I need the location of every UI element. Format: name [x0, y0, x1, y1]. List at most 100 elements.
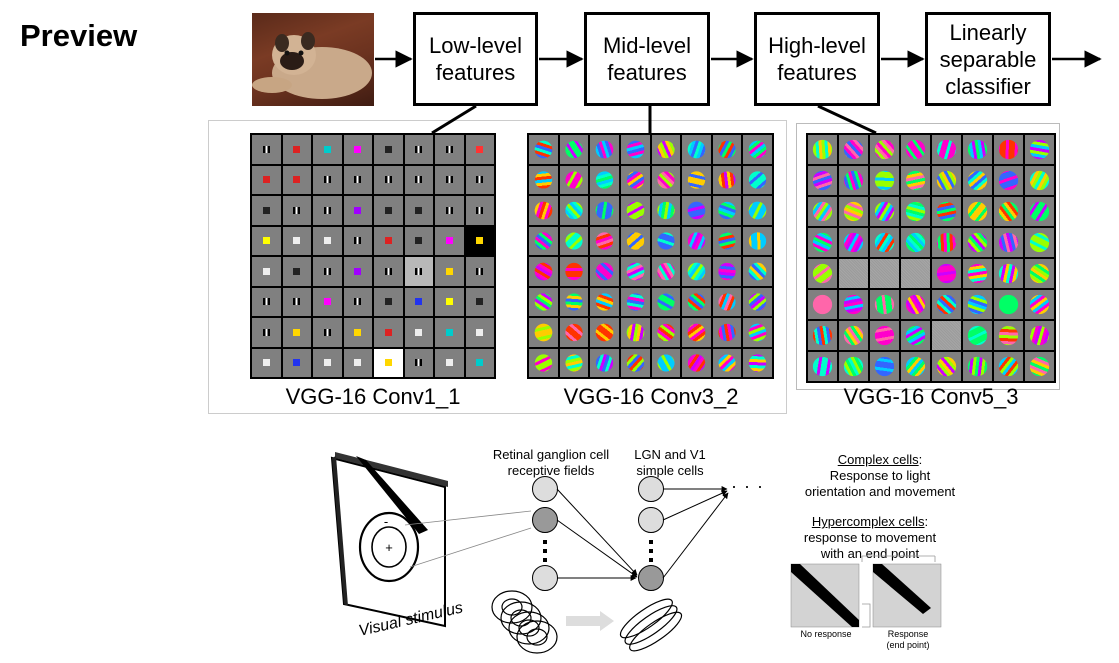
conv3-filter-cell — [712, 257, 742, 286]
conv1-filter-cell — [343, 135, 372, 164]
conv5-filter-cell — [932, 259, 961, 288]
conv5-filter-cell — [1025, 197, 1054, 226]
dog-photo — [252, 13, 374, 106]
response-line2: (end point) — [886, 640, 930, 650]
conv1-filter-cell — [374, 196, 403, 225]
conv1-filter-cell — [343, 165, 372, 194]
ellipsis-dots: · · · — [731, 476, 764, 496]
conv3-filter-cell — [620, 135, 650, 164]
conv5-filter-cell — [1025, 290, 1054, 319]
conv5-filter-grid — [806, 133, 1056, 383]
stimulus-minus: - — [384, 514, 388, 529]
linearly-separable-classifier-box: Linearly separable classifier — [925, 12, 1051, 106]
conv3-filter-cell — [651, 165, 681, 194]
connector-lines — [431, 104, 877, 135]
conv3-filter-cell — [743, 135, 772, 164]
low-level-line1: Low-level — [429, 33, 522, 58]
simple-cell-1 — [638, 476, 664, 502]
conv1-filter-cell — [465, 226, 494, 255]
conv1-filter-cell — [313, 135, 342, 164]
conv1-filter-cell — [374, 318, 403, 347]
dog-illustration — [252, 32, 372, 99]
conv5-filter-cell — [901, 259, 930, 288]
conv1-filter-cell — [404, 257, 433, 286]
conv5-filter-cell — [808, 290, 837, 319]
conv1-filter-cell — [435, 165, 464, 194]
conv3-filter-cell — [559, 135, 589, 164]
conv3-filter-cell — [651, 287, 681, 316]
conv5-filter-cell — [1025, 228, 1054, 257]
conv3-filter-cell — [712, 165, 742, 194]
conv5-filter-cell — [994, 321, 1023, 350]
conv5-filter-cell — [839, 290, 868, 319]
conv5-filter-cell — [932, 352, 961, 381]
conv5-filter-cell — [932, 135, 961, 164]
conv3-filter-cell — [529, 348, 558, 377]
conv1-filter-cell — [343, 226, 372, 255]
conv5-filter-cell — [839, 321, 868, 350]
conv5-filter-cell — [963, 135, 992, 164]
conv1-filter-cell — [313, 348, 342, 377]
conv3-filter-cell — [743, 318, 772, 347]
conv3-filter-cell — [559, 287, 589, 316]
conv3-filter-cell — [590, 257, 619, 286]
conv5-filter-cell — [870, 352, 899, 381]
conv3-filter-cell — [620, 318, 650, 347]
conv3-filter-cell — [743, 348, 772, 377]
conv5-filter-cell — [932, 228, 961, 257]
conv5-filter-cell — [963, 352, 992, 381]
conv3-filter-cell — [682, 196, 711, 225]
complex-line2: orientation and movement — [804, 484, 956, 499]
conv1-filter-cell — [435, 257, 464, 286]
conv3-filter-cell — [712, 226, 742, 255]
conv1-filter-cell — [282, 318, 311, 347]
complex-cells-title: Complex cells — [837, 452, 919, 467]
conv5-filter-cell — [839, 352, 868, 381]
conv3-filter-cell — [590, 135, 619, 164]
conv3-filter-cell — [529, 196, 558, 225]
conv1-filter-cell — [252, 318, 281, 347]
conv3-filter-cell — [682, 257, 711, 286]
neuron-network — [532, 476, 729, 591]
simple-cell-2 — [638, 507, 664, 533]
retinal-cell-2 — [532, 507, 558, 533]
conv5-label: VGG-16 Conv5_3 — [843, 384, 1019, 409]
conv3-filter-cell — [682, 135, 711, 164]
conv1-filter-cell — [252, 226, 281, 255]
conv1-filter-cell — [404, 226, 433, 255]
conv3-filter-cell — [620, 196, 650, 225]
conv3-filter-cell — [559, 226, 589, 255]
low-level-line2: features — [435, 60, 516, 85]
conv3-filter-cell — [559, 257, 589, 286]
conv3-filter-cell — [743, 196, 772, 225]
high-level-line1: High-level — [768, 33, 866, 58]
conv1-filter-cell — [282, 165, 311, 194]
conv1-filter-cell — [252, 348, 281, 377]
conv3-filter-cell — [712, 287, 742, 316]
complex-cells-label: Complex cells: Response to light orienta… — [800, 452, 960, 500]
conv1-filter-cell — [252, 196, 281, 225]
conv3-filter-cell — [590, 318, 619, 347]
conv5-filter-cell — [808, 197, 837, 226]
conv5-filter-cell — [963, 228, 992, 257]
conv5-filter-cell — [963, 290, 992, 319]
conv5-filter-cell — [963, 197, 992, 226]
conv5-filter-cell — [932, 166, 961, 195]
conv3-filter-cell — [712, 318, 742, 347]
conv1-filter-cell — [343, 348, 372, 377]
conv3-filter-cell — [620, 348, 650, 377]
conv5-filter-cell — [870, 259, 899, 288]
conv5-filter-cell — [932, 321, 961, 350]
no-response-label: No response — [800, 629, 852, 639]
conv1-filter-cell — [374, 287, 403, 316]
conv5-filter-cell — [994, 290, 1023, 319]
conv5-filter-cell — [870, 290, 899, 319]
conv5-filter-cell — [932, 197, 961, 226]
conv1-filter-cell — [252, 165, 281, 194]
conv3-filter-cell — [712, 196, 742, 225]
conv1-filter-cell — [404, 165, 433, 194]
high-level-line2: features — [777, 60, 857, 85]
complex-cells-colon: : — [918, 452, 923, 467]
conv5-filter-cell — [870, 228, 899, 257]
conv1-filter-cell — [435, 287, 464, 316]
